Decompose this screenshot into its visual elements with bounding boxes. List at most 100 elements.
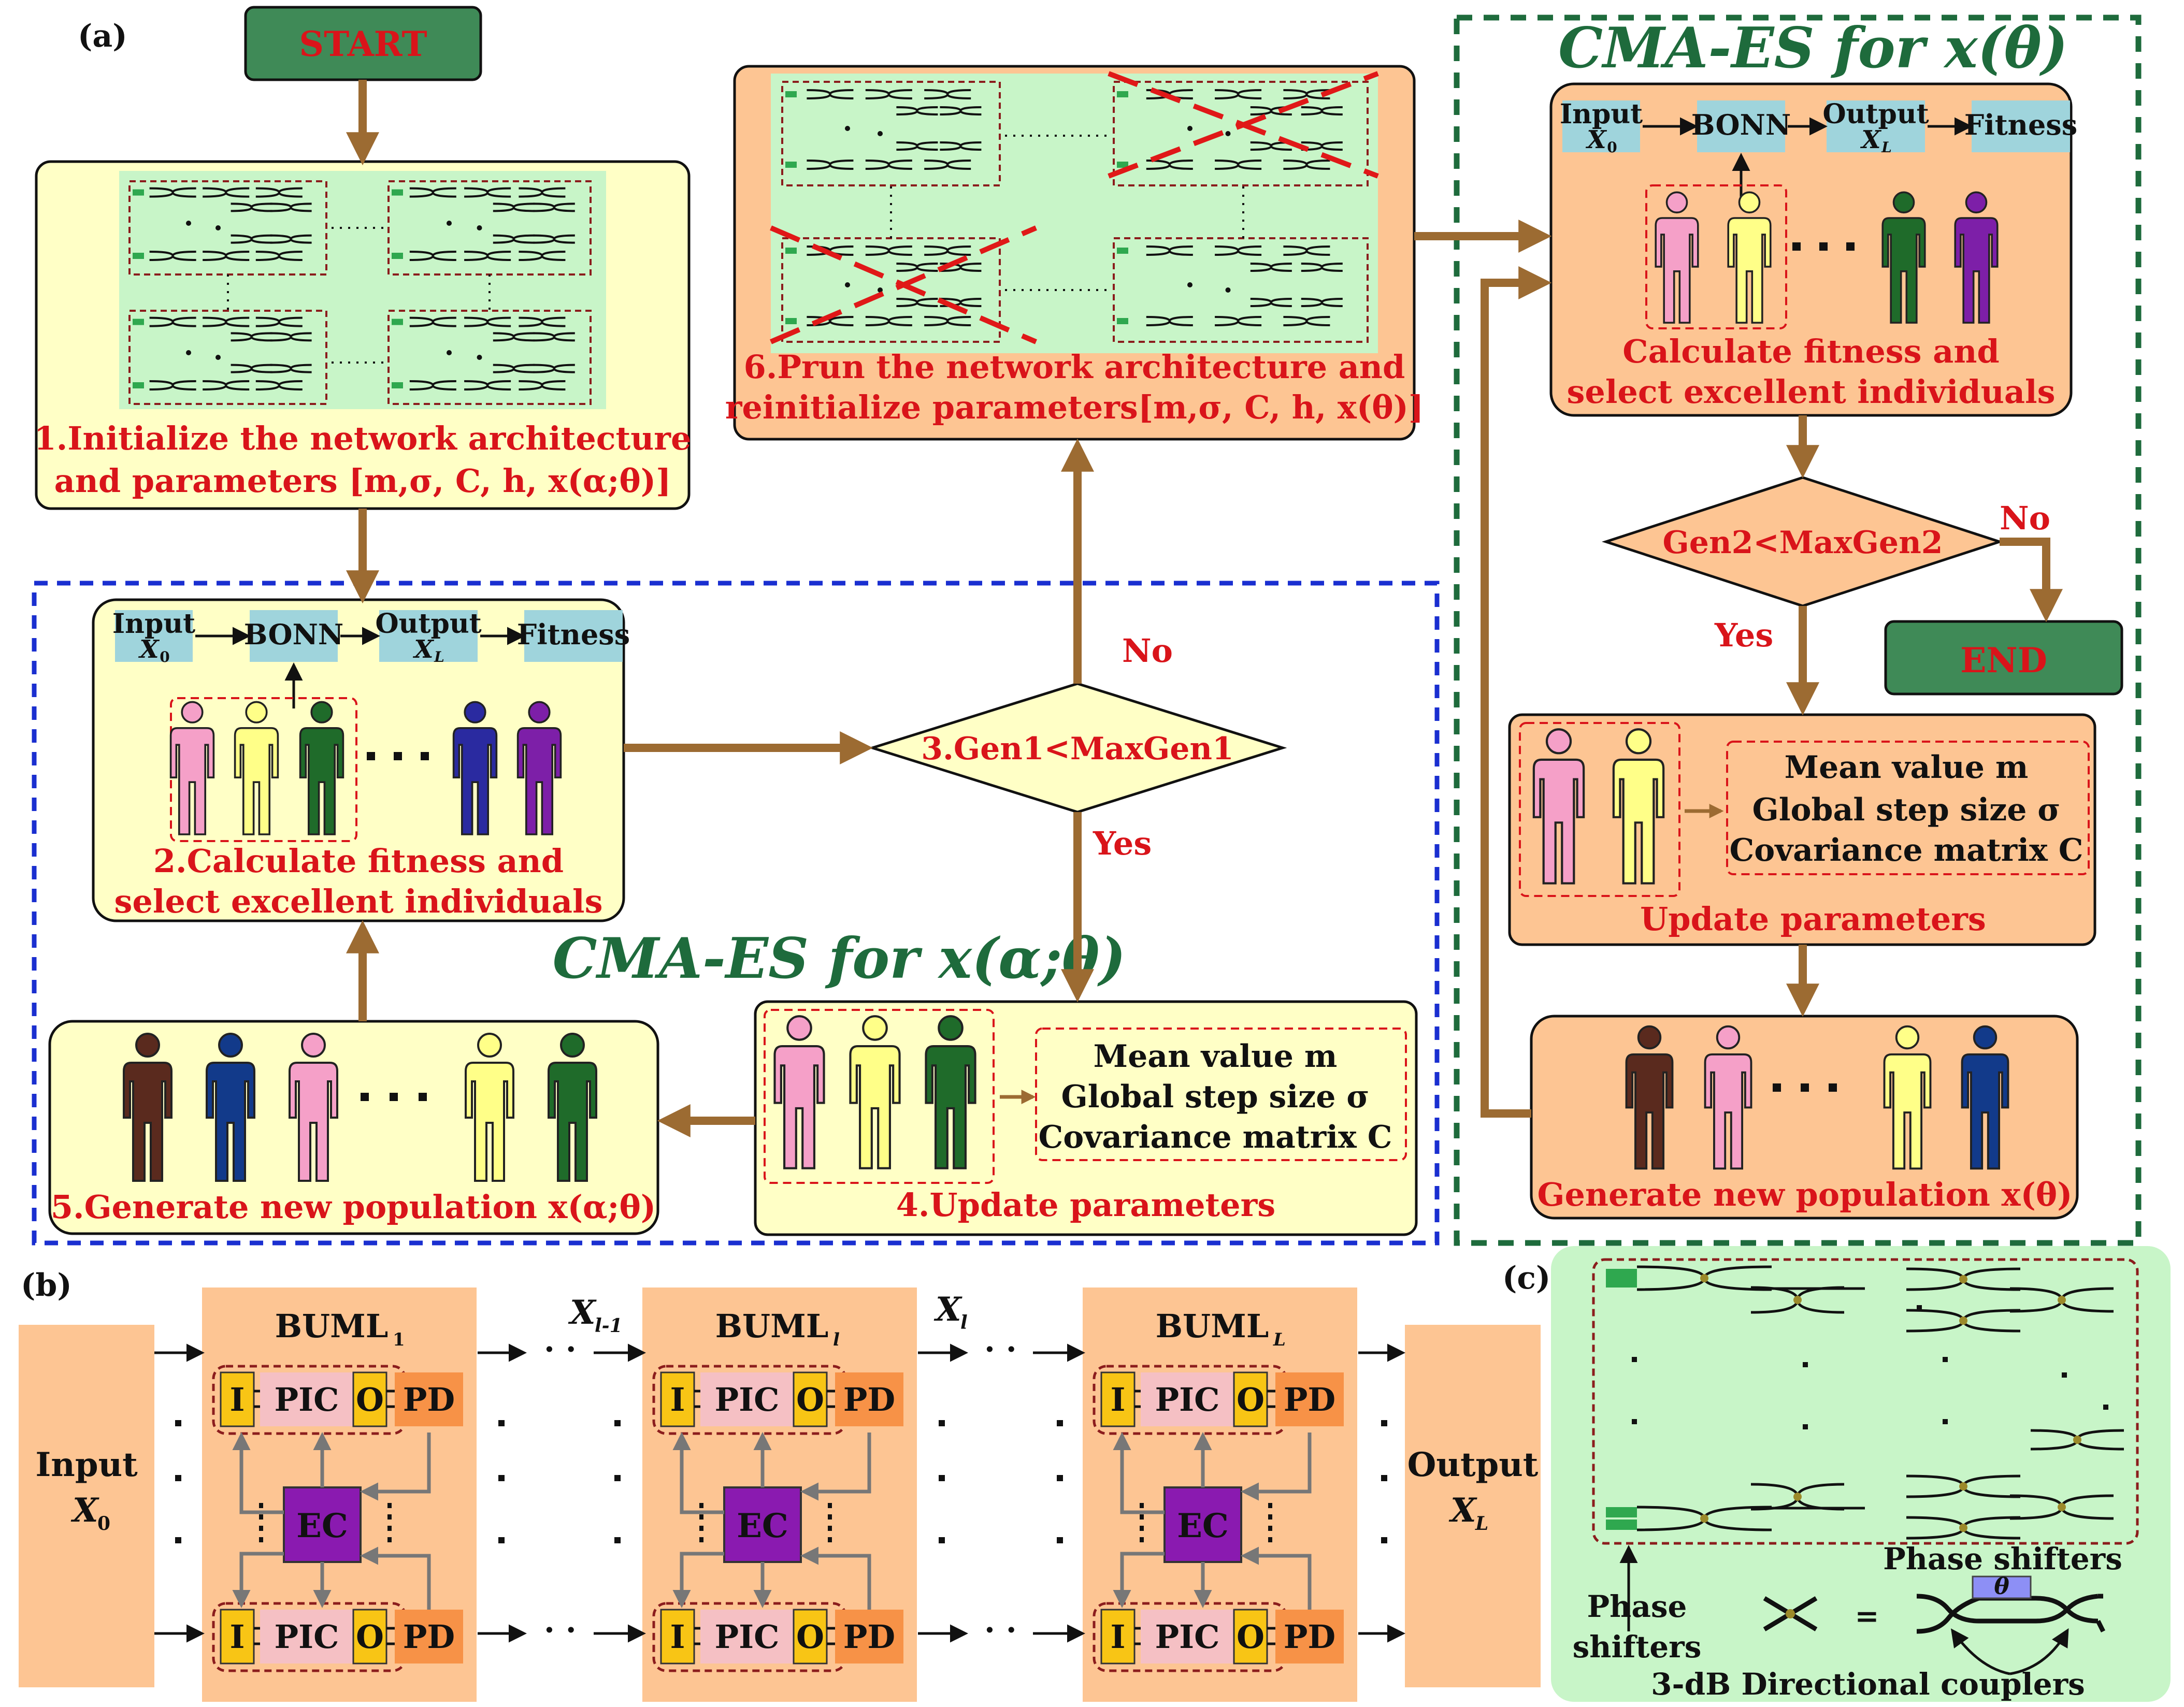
left-pipe-xl-var: X: [412, 635, 434, 664]
svg-text:· ·: · ·: [544, 1332, 577, 1368]
flow-arrows: [346, 80, 2063, 1137]
step5-label: 5.Generate new population x(α;θ): [51, 1188, 656, 1226]
couplers-label: 3-dB Directional couplers: [1651, 1667, 2085, 1702]
panel-b-input-label: Input: [35, 1445, 138, 1484]
cma-es-left-title: CMA-ES for x(α;θ): [553, 926, 1126, 991]
buml-title: BUML: [715, 1307, 829, 1345]
panel-b-output-block: Output X L: [1405, 1325, 1541, 1687]
panel-label-b: (b): [21, 1267, 72, 1304]
step1-network-meshes: [128, 180, 592, 405]
theta-label: θ: [1994, 1573, 2009, 1600]
buml-title-sub: 1: [393, 1329, 405, 1350]
end-node: END: [1884, 620, 2123, 696]
mesh-tile: [128, 310, 327, 405]
right-update-step: Global step size σ: [1752, 792, 2060, 828]
step4-label: 4.Update parameters: [896, 1186, 1275, 1224]
panel-b-input-sub: 0: [97, 1513, 110, 1535]
left-pipe-input-box: [115, 610, 193, 662]
chip-o: O: [356, 1618, 384, 1656]
right-pipe-fitness-box: [1972, 100, 2070, 152]
right-generate-label: Generate new population x(θ): [1538, 1176, 2073, 1213]
step1-box: 1.Initialize the network architecture an…: [34, 160, 691, 510]
right-pipe-input-box: [1562, 100, 1640, 152]
panel-b-input-var: X: [70, 1491, 99, 1530]
step4-mean: Mean value m: [1094, 1038, 1338, 1075]
mesh-tile: [128, 180, 327, 276]
step2-population: [171, 702, 561, 834]
mesh-tile: [781, 81, 1001, 186]
ec-connections: [1113, 1432, 1312, 1610]
inter-label-2-var: X: [933, 1290, 962, 1329]
chip-o: O: [1237, 1618, 1265, 1656]
buml-title-sub: L: [1273, 1329, 1286, 1350]
mesh-tile: [1113, 237, 1369, 343]
inter-label-2-sub: l: [960, 1312, 968, 1334]
buml-vertical-dots: [259, 1503, 392, 1542]
buml-title: BUML: [275, 1307, 389, 1345]
panel-label-a: (a): [78, 18, 127, 54]
left-pipe-x0-sub: 0: [160, 648, 169, 666]
svg-text:· ·: · ·: [984, 1612, 1017, 1648]
panel-b-output-label: Output: [1407, 1445, 1539, 1484]
right-pipe-fitness-label: Fitness: [1964, 108, 2077, 141]
cma-es-left-region: [32, 581, 1440, 1246]
right-pipe-x0-sub: 0: [1607, 139, 1617, 156]
right-calc-line1: Calculate fitness and: [1622, 332, 2000, 370]
phase-shifters-left-1: Phase: [1587, 1589, 1687, 1624]
svg-text:· ·: · ·: [984, 1332, 1017, 1368]
left-pipe-x0-var: X: [138, 635, 160, 664]
chip-pd: PD: [1284, 1618, 1335, 1656]
coupler-symbol: [1763, 1596, 1818, 1631]
step5-population: [124, 1034, 596, 1181]
chip-pic: PIC: [275, 1381, 339, 1419]
chip-pic: PIC: [715, 1618, 780, 1656]
chip-o: O: [356, 1381, 384, 1419]
right-update-label: Update parameters: [1640, 900, 1986, 938]
step4-cov: Covariance matrix C: [1039, 1119, 1392, 1155]
cma-es-right-title: CMA-ES for x(θ): [1558, 16, 2068, 81]
inter-label-1-var: X: [568, 1293, 597, 1332]
gen2-decision: Gen2<MaxGen2: [1601, 476, 2004, 607]
chip-pd: PD: [843, 1381, 895, 1419]
panel-b-input-block: Input X 0: [19, 1325, 154, 1687]
gen2-no-label: No: [2000, 499, 2050, 537]
step4-box: Mean value m Global step size σ Covarian…: [754, 1000, 1418, 1236]
chip-pd: PD: [843, 1618, 895, 1656]
panel-b-ellipses: · · · · · · · ·: [544, 1332, 1017, 1648]
chip-ec: EC: [737, 1507, 788, 1545]
ec-connections: [232, 1432, 431, 1610]
chip-i: I: [670, 1618, 685, 1656]
chip-ec: EC: [1177, 1507, 1229, 1545]
right-pipe-output-box: [1827, 100, 1925, 152]
left-pipe-output-box: [379, 610, 478, 662]
chip-pic: PIC: [275, 1618, 339, 1656]
right-generate-box: Generate new population x(θ): [1530, 1015, 2079, 1220]
right-pipe-xl-sub: L: [1881, 139, 1892, 156]
buml-title: BUML: [1156, 1307, 1269, 1345]
step3-no-label: No: [1122, 632, 1173, 670]
panel-b-vertical-dots: [175, 1420, 1387, 1543]
buml-vertical-dots: [699, 1503, 832, 1542]
left-pipe-input-label: Input: [112, 608, 195, 640]
chip-pd: PD: [403, 1381, 455, 1419]
step1-line2: and parameters [m,σ, C, h, x(α;θ)]: [54, 462, 671, 500]
chip-pic: PIC: [1155, 1618, 1220, 1656]
left-pipe-fitness-label: Fitness: [517, 618, 630, 651]
right-pipe-output-label: Output: [1822, 98, 1929, 130]
buml-title-sub: l: [833, 1329, 840, 1350]
step3-decision: 3.Gen1<MaxGen1: [868, 682, 1287, 814]
left-pipe-bonn-label: BONN: [244, 618, 343, 651]
chip-pic: PIC: [1155, 1381, 1220, 1419]
panel-b-arrows: [154, 1343, 1405, 1643]
step6-line1: 6.Prun the network architecture and: [744, 348, 1405, 386]
ec-connections: [672, 1432, 871, 1610]
